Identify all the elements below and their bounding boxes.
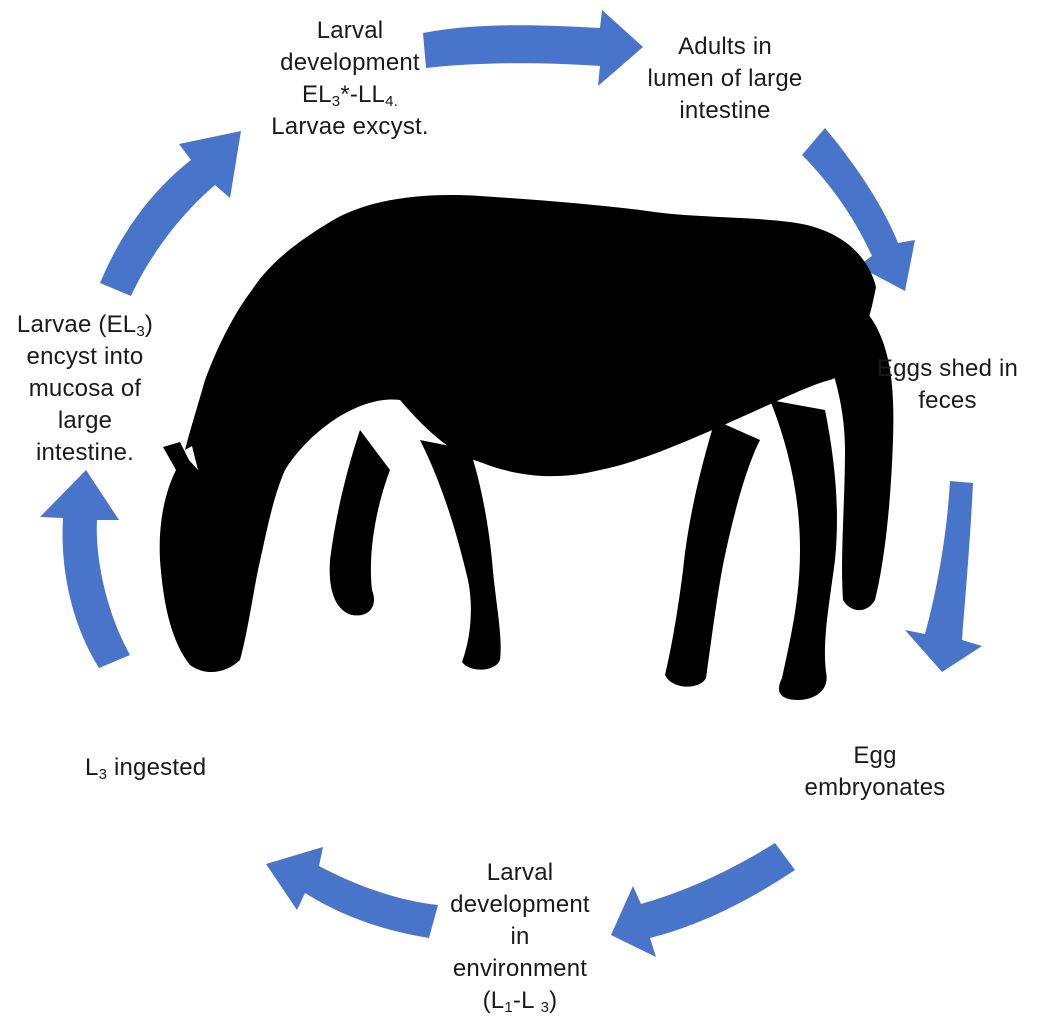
label-text: ingested <box>107 754 206 781</box>
label-text: EL <box>302 81 332 108</box>
subscript: 3 <box>136 323 145 340</box>
label-line: intestine <box>600 95 850 127</box>
arrow-left <box>40 470 130 668</box>
label-line: (L1-L 3) <box>410 985 630 1017</box>
arrow-upper-left <box>100 131 241 296</box>
stage-eggs-shed: Eggs shed in feces <box>850 353 1045 417</box>
subscript: 4. <box>385 93 398 110</box>
label-text: *-LL <box>340 81 385 108</box>
label-line: large <box>0 405 170 437</box>
stage-egg-embryonates: Egg embryonates <box>770 740 980 804</box>
label-line: Adults in <box>600 31 850 63</box>
label-text: L <box>85 754 99 781</box>
stage-larvae-encyst: Larvae (EL3) encyst into mucosa of large… <box>0 309 170 469</box>
label-line: in <box>410 921 630 953</box>
subscript: 3 <box>332 93 341 110</box>
label-line: EL3*-LL4. <box>225 79 475 111</box>
label-text: Larvae (EL <box>17 311 136 338</box>
label-line: embryonates <box>770 772 980 804</box>
label-line: Eggs shed in <box>850 353 1045 385</box>
label-line: mucosa of <box>0 373 170 405</box>
label-line: feces <box>850 385 1045 417</box>
subscript: 3 <box>99 766 108 783</box>
subscript: 1 <box>504 999 513 1016</box>
label-line: encyst into <box>0 341 170 373</box>
grazing-horse-silhouette-icon <box>160 195 894 700</box>
label-text: ) <box>145 311 153 338</box>
label-line: development <box>410 889 630 921</box>
label-line: L3 ingested <box>85 752 285 784</box>
label-line: Larval <box>410 857 630 889</box>
label-line: Larvae (EL3) <box>0 309 170 341</box>
label-line: Larval <box>225 15 475 47</box>
stage-l3-ingested: L3 ingested <box>85 752 285 784</box>
stage-adults-in-lumen: Adults in lumen of large intestine <box>600 31 850 127</box>
arrow-lower-right <box>611 843 795 957</box>
label-line: development <box>225 47 475 79</box>
stage-larval-development-host: Larval development EL3*-LL4. Larvae excy… <box>225 15 475 143</box>
stage-larval-development-environment: Larval development in environment (L1-L … <box>410 857 630 1017</box>
label-line: lumen of large <box>600 63 850 95</box>
label-text: -L <box>513 987 541 1014</box>
label-line: environment <box>410 953 630 985</box>
label-text: ) <box>549 987 557 1014</box>
label-text: (L <box>483 987 505 1014</box>
label-line: intestine. <box>0 437 170 469</box>
arrow-right <box>905 481 982 672</box>
label-line: Larvae excyst. <box>225 111 475 143</box>
subscript: 3 <box>541 999 550 1016</box>
label-line: Egg <box>770 740 980 772</box>
